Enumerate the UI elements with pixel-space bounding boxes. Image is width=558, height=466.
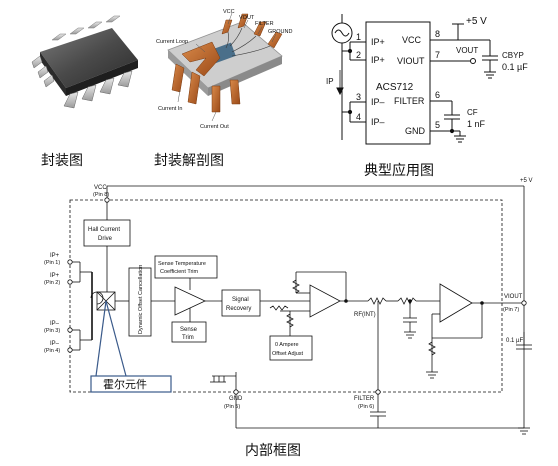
caption-cutaway: 封装解剖图 <box>154 153 224 169</box>
typical-application <box>331 14 498 145</box>
cutaway-label-current-loop: Current Loop <box>156 39 188 45</box>
ip3-pin: (Pin 3) <box>44 328 60 334</box>
caption-typical: 典型应用图 <box>364 163 434 179</box>
package-image <box>31 15 138 109</box>
cbyp-value: 0.1 µF <box>502 62 528 72</box>
gnd-label: GND <box>229 396 243 402</box>
sense-temp-block <box>154 255 218 279</box>
ip1-pin: (Pin 1) <box>44 260 60 266</box>
signal-recovery-line2: Recovery <box>226 306 251 312</box>
gnd-pin-label: (Pin 5) <box>224 404 240 410</box>
pin-5-num: 5 <box>435 120 440 130</box>
pin-5-name: GND <box>405 126 426 136</box>
cbyp-label: CBYP <box>502 51 524 60</box>
hall-element-label: 霍尔元件 <box>103 378 147 391</box>
cutaway-label-filter: FILTER <box>255 21 274 27</box>
cutaway-label-ground: GROUND <box>268 29 292 35</box>
cutaway-label-current-out: Current Out <box>200 124 229 130</box>
amp-2 <box>309 284 341 318</box>
vcc-label: VCC <box>94 185 107 191</box>
cf-label: CF <box>467 108 478 117</box>
typical-application-labels: ACS712 1 IP+ 2 IP+ 3 IP– 4 IP– 8 VCC 7 V… <box>326 16 528 136</box>
pin-6-num: 6 <box>435 90 440 100</box>
cutaway-image: VCC VOUT FILTER GROUND Current Loop Curr… <box>156 9 292 130</box>
hall-drive-line2: Drive <box>98 236 113 242</box>
ip1-name: IP+ <box>50 253 60 259</box>
sense-temp-line2: Coefficient Trim <box>160 269 199 275</box>
pin-4-name: IP– <box>371 117 385 127</box>
block-diagram <box>67 185 532 435</box>
vout-label: VOUT <box>456 46 478 55</box>
pin-7-num: 7 <box>435 50 440 60</box>
offset-adjust-block <box>269 335 313 361</box>
filter-label: FILTER <box>354 396 375 402</box>
filter-pin-label: (Pin 6) <box>358 404 374 410</box>
cf-value: 1 nF <box>467 119 486 129</box>
pin-1-num: 1 <box>356 32 361 42</box>
pin-2-num: 2 <box>356 50 361 60</box>
caption-block: 内部框图 <box>245 443 301 459</box>
caption-package: 封装图 <box>41 153 83 169</box>
pin-3-name: IP– <box>371 97 385 107</box>
dynamic-offset-block <box>128 267 152 337</box>
cutaway-label-current-in: Current In <box>158 106 182 112</box>
sense-temp-line1: Sense Temperature <box>158 261 206 267</box>
pin-1-name: IP+ <box>371 37 385 47</box>
acs712-chip <box>365 21 431 145</box>
plus5v-label: +5 V <box>520 178 533 184</box>
offset-adjust-line1: 0 Ampere <box>275 342 299 348</box>
ip-label: IP <box>326 77 334 86</box>
rfint-label: RF(INT) <box>354 312 376 318</box>
pin-3-num: 3 <box>356 92 361 102</box>
supply-label: +5 V <box>466 16 487 27</box>
ip4-pin: (Pin 4) <box>44 348 60 354</box>
dynamic-offset-label: Dynamic Offset Cancellation <box>138 265 144 334</box>
sense-trim-line1: Sense <box>180 327 198 333</box>
cutaway-label-vout: VOUT <box>239 15 255 21</box>
pin-2-name: IP+ <box>371 55 385 65</box>
ip2-pin: (Pin 2) <box>44 280 60 286</box>
cutaway-label-vcc: VCC <box>223 9 235 15</box>
ip3-name: IP– <box>50 321 60 327</box>
hall-drive-block <box>83 219 131 247</box>
offset-adjust-line2: Offset Adjust <box>272 351 304 357</box>
viout-label: VIOUT <box>504 294 523 300</box>
cap-value-label: 0.1 µF <box>506 338 523 344</box>
chip-name: ACS712 <box>376 82 414 93</box>
package-boundary <box>69 199 503 393</box>
pin-7-name: VIOUT <box>397 56 425 66</box>
signal-recovery-block <box>221 289 261 317</box>
sense-trim-block <box>171 321 207 343</box>
block-diagram-labels: VCC (Pin 8) +5 V IP+ (Pin 1) IP+ (Pin 2)… <box>44 178 533 410</box>
signal-recovery-line1: Signal <box>232 297 249 303</box>
hall-drive-line1: Hall Current <box>88 227 120 233</box>
sense-trim-line2: Trim <box>182 335 194 341</box>
pin-8-num: 8 <box>435 29 440 39</box>
pin-8-name: VCC <box>402 35 422 45</box>
hall-element-callout <box>90 375 172 393</box>
ip2-name: IP+ <box>50 273 60 279</box>
viout-pin-label: (Pin 7) <box>503 307 519 313</box>
pin-4-num: 4 <box>356 112 361 122</box>
ip4-name: IP– <box>50 341 60 347</box>
amp-3 <box>439 283 473 323</box>
pin-6-name: FILTER <box>394 96 425 106</box>
vcc-pin-label: (Pin 8) <box>93 192 109 198</box>
